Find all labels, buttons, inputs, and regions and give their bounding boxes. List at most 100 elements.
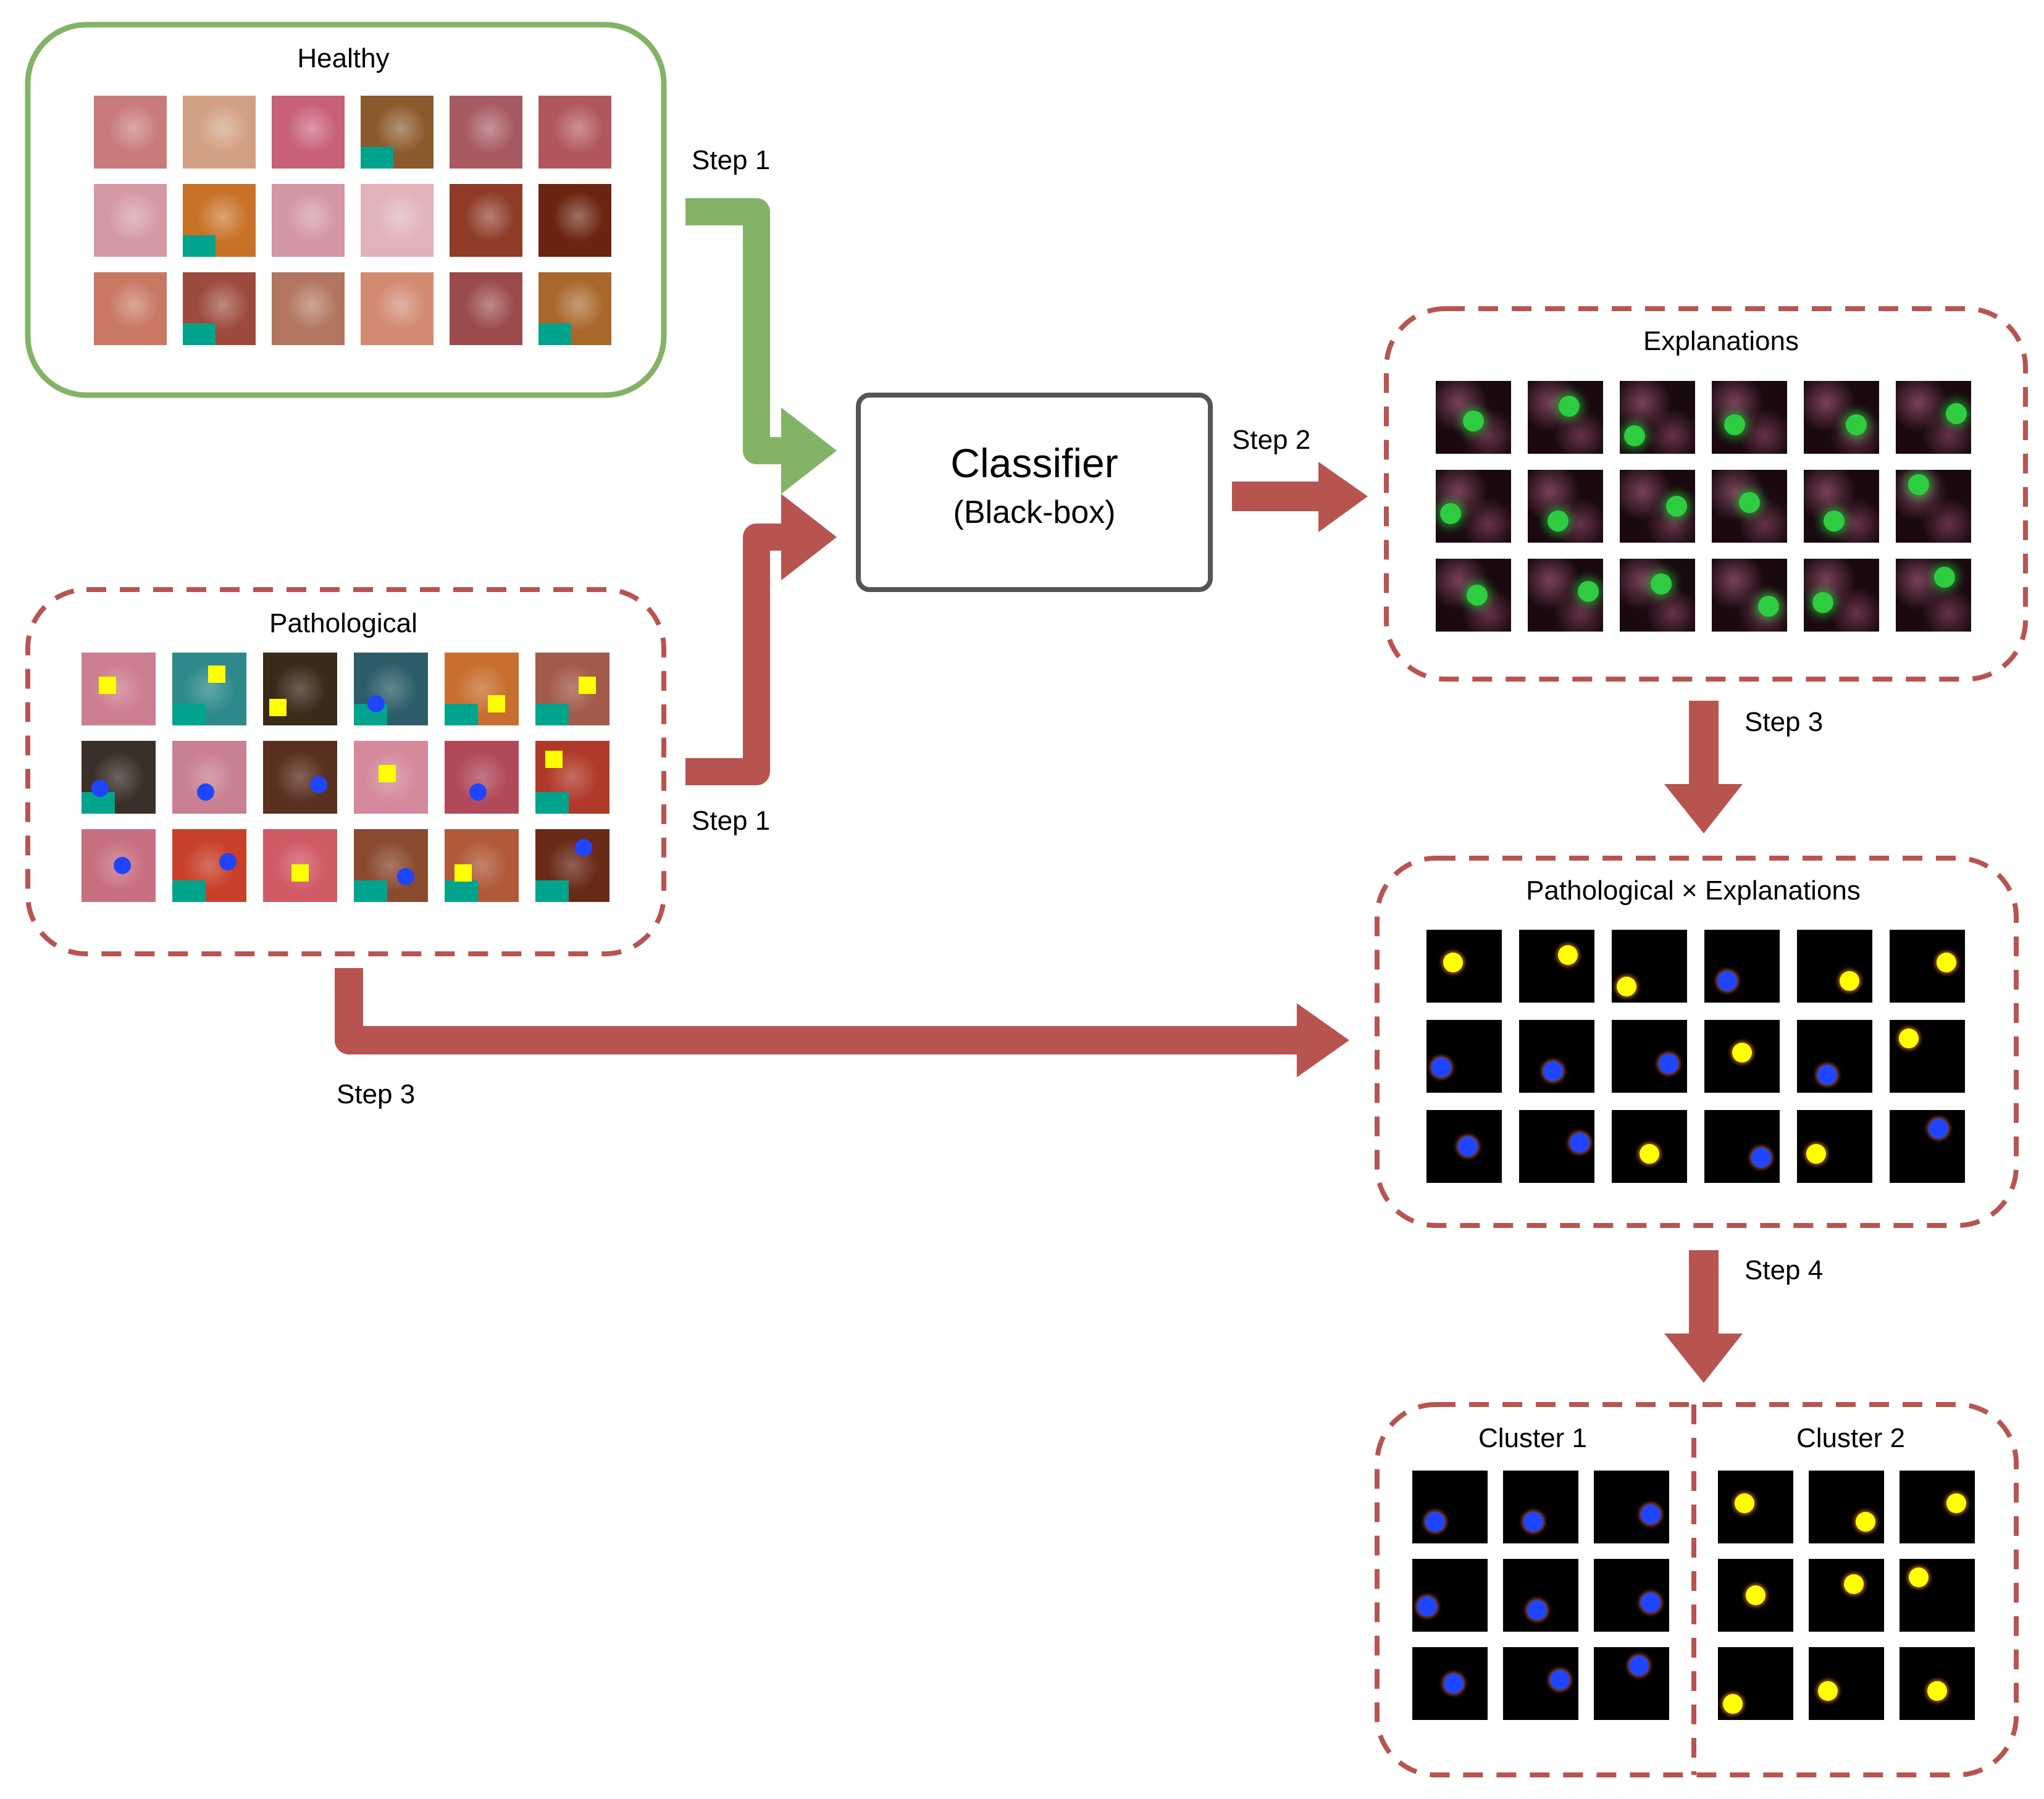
step1-path-arrowhead [781,494,837,580]
step4-label: Step 4 [1745,1255,1824,1285]
green-activation [1945,403,1967,425]
masked-explanation-thumbnail [1612,1110,1687,1183]
yellow-marker [379,765,396,783]
green-activation [1724,414,1745,435]
cluster-2-thumbnail [1809,1471,1884,1543]
pathological-thumbnail [172,741,246,814]
blue-dot [1417,1596,1438,1616]
blue-dot [1629,1655,1649,1676]
healthy-thumbnail [94,272,167,345]
healthy-thumbnail [361,184,434,257]
pathological-thumbnail [535,829,609,902]
cluster-2-thumbnail [1809,1647,1884,1720]
pathxexp-title: Pathological × Explanations [1526,875,1861,906]
pathological-thumbnail [172,829,246,902]
blue-dot [1658,1053,1678,1074]
healthy-thumbnail [538,96,611,169]
yellow-dot [1617,977,1637,997]
masked-explanation-thumbnail [1704,1020,1780,1093]
step3-bottom-label: Step 3 [337,1079,416,1109]
masked-explanation-thumbnail [1426,930,1502,1003]
pathological-thumbnail [535,741,609,814]
blue-marker [197,783,214,801]
explanation-thumbnail [1528,559,1603,632]
green-activation [1547,510,1569,532]
classifier-box [856,393,1213,592]
blue-dot [1431,1057,1452,1077]
yellow-dot [1898,1028,1919,1048]
step3-bottom-arrowhead [1297,1003,1349,1077]
step3-right-arrow-shaft [1689,701,1719,787]
masked-explanation-thumbnail [1890,1110,1965,1183]
blue-dot [1717,970,1737,991]
pathological-thumbnail [445,829,519,902]
healthy-thumbnail [272,96,345,169]
healthy-thumbnail [538,184,611,257]
masked-explanation-thumbnail [1612,930,1687,1003]
step3-bottom-arrow [335,968,1303,1054]
cluster-1-thumbnail [1594,1471,1669,1543]
green-tag-square [538,323,572,345]
green-tag-square [361,146,394,169]
yellow-dot [1732,1043,1752,1063]
pathological-thumbnail [82,653,156,725]
yellow-dot [1844,1574,1864,1595]
yellow-dot [1908,1567,1929,1587]
yellow-dot [1640,1143,1659,1164]
explanation-thumbnail [1436,559,1511,632]
pathological-thumbnail [82,741,156,814]
healthy-thumbnail [450,96,522,169]
masked-explanation-thumbnail [1797,930,1872,1003]
masked-explanation-thumbnail [1704,930,1780,1003]
green-tag-square [445,880,478,902]
cluster-2-thumbnail [1718,1559,1793,1632]
masked-explanation-thumbnail [1519,1020,1594,1093]
explanation-thumbnail [1436,381,1511,454]
step2-arrow-shaft [1232,482,1321,511]
yellow-marker [579,677,596,695]
yellow-marker [208,666,225,683]
pathxexp-group-border [1375,856,2019,1228]
green-activation [1624,425,1646,446]
yellow-dot [1806,1143,1826,1164]
yellow-dot [1927,1680,1947,1701]
green-activation [1577,581,1599,603]
masked-explanation-thumbnail [1519,1110,1594,1183]
green-tag-square [354,880,387,902]
yellow-dot [1946,1493,1966,1514]
cluster-1-thumbnail [1412,1471,1488,1543]
green-tag-square [445,703,478,725]
pathological-thumbnail [172,653,246,725]
healthy-thumbnail [361,96,434,169]
green-activation [1757,595,1779,617]
step3-right-arrowhead [1664,784,1743,833]
green-tag-square [183,323,216,345]
pathological-thumbnail [263,741,337,814]
yellow-marker [269,698,287,716]
green-tag-square [535,703,569,725]
green-activation [1559,396,1580,417]
explanation-thumbnail [1896,381,1971,454]
pathological-thumbnail [263,653,337,725]
step1-path-arrow [685,524,784,785]
masked-explanation-thumbnail [1890,1020,1965,1093]
step4-arrow-shaft [1689,1250,1719,1337]
explanation-thumbnail [1896,559,1971,632]
pathological-thumbnail [354,741,428,814]
explanation-thumbnail [1712,381,1787,454]
cluster-2-thumbnail [1809,1559,1884,1632]
green-activation [1440,503,1462,524]
step1-healthy-arrowhead [781,407,837,494]
step2-label: Step 2 [1232,425,1311,455]
blue-marker [367,695,385,712]
step1-pathological-label: Step 1 [692,806,771,836]
green-activation [1823,510,1845,532]
explanation-thumbnail [1804,381,1879,454]
cluster-1-thumbnail [1594,1559,1669,1632]
cluster-1-thumbnail [1412,1647,1488,1720]
explanation-thumbnail [1528,381,1603,454]
blue-dot [1527,1600,1547,1620]
explanations-group-border [1384,306,2028,682]
pathological-thumbnail [354,829,428,902]
yellow-dot [1734,1493,1754,1514]
